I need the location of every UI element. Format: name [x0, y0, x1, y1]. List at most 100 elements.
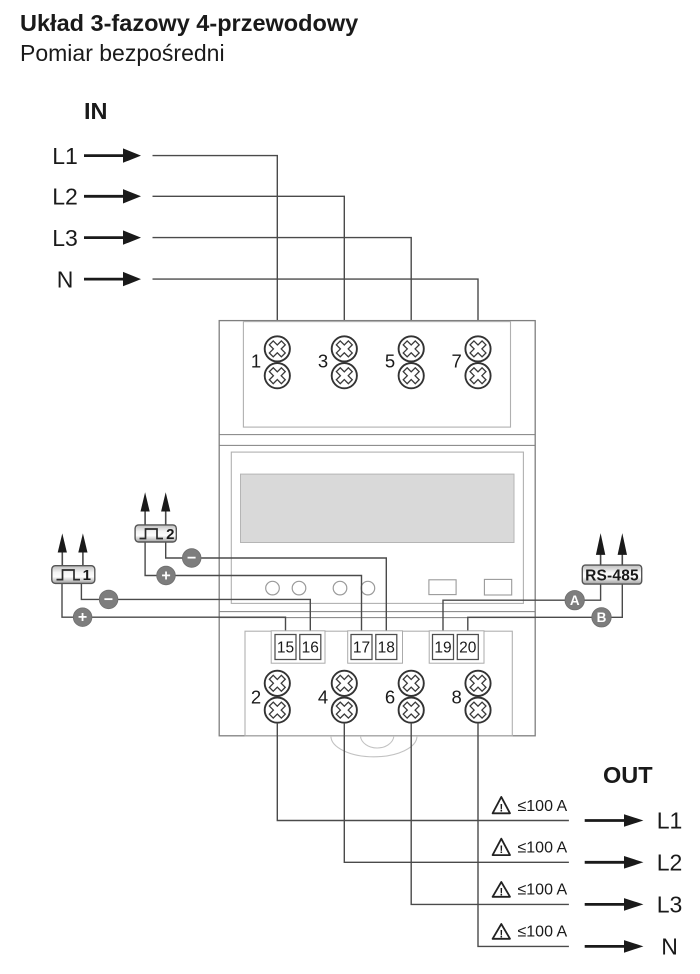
wire-in-l3 [152, 236, 412, 337]
wire-rs485-a [442, 584, 602, 635]
wire-out-l3 [410, 722, 569, 906]
current-limit-label: ≤100 A [518, 798, 568, 815]
out-line-l1: ! ≤100 A L1 [276, 722, 683, 834]
right-arrowhead-icon [123, 189, 141, 204]
pulse-device-label: 2 [166, 526, 174, 543]
up-arrowhead-icon [617, 533, 627, 555]
terminal-number: 8 [452, 687, 462, 708]
wire-out-n [477, 722, 569, 948]
terminal-number: 2 [251, 687, 261, 708]
warning-glyph: ! [499, 928, 503, 940]
in-line-n: N [57, 266, 479, 337]
plus-glyph: + [161, 567, 170, 584]
line-b-glyph: B [597, 610, 607, 625]
warning-glyph: ! [499, 844, 503, 856]
terminal-number: 7 [452, 351, 462, 372]
screw-terminal-icon [397, 669, 425, 697]
up-arrowhead-icon [140, 492, 150, 512]
right-arrowhead-icon [123, 230, 141, 245]
wire-in-n [152, 278, 479, 337]
led-indicator [291, 580, 307, 596]
din-clip-inner-arc [359, 735, 395, 749]
wire-pulse1-plus [61, 583, 287, 635]
up-arrowhead-icon [595, 533, 606, 555]
screw-terminal-icon [397, 362, 425, 390]
wire-in-l1 [152, 154, 278, 337]
in-line-l3: L3 [52, 225, 412, 337]
wire-out-l1 [276, 722, 569, 822]
top-terminal-compartment [242, 321, 512, 428]
pulse-output-1: 1 − + [51, 533, 311, 635]
wire-out-l2 [343, 722, 569, 863]
screw-terminal-icon [464, 696, 492, 724]
right-arrowhead-icon [624, 898, 644, 911]
rs485-interface: RS-485 A B [442, 533, 643, 635]
aux-terminal-20 [456, 633, 479, 661]
terminal-2: 2 [251, 669, 291, 724]
current-limit-warning: ! ≤100 A [491, 837, 568, 857]
led-indicator [332, 580, 348, 596]
screw-terminal-icon [464, 669, 492, 697]
in-line-l1: L1 [52, 143, 278, 337]
pulse-waveform-icon [139, 528, 163, 540]
right-arrowhead-icon [123, 148, 141, 163]
terminal-1: 1 [251, 335, 291, 390]
screw-terminal-icon [263, 335, 291, 363]
screw-terminal-icon [397, 696, 425, 724]
terminal-number: 5 [385, 351, 395, 372]
in-heading: IN [84, 98, 108, 124]
aux-terminal-strip: 15 16 17 18 19 20 [270, 630, 485, 664]
din-clip-outer-arc [330, 735, 418, 758]
terminal-4: 4 [318, 669, 358, 724]
aux-terminal-number: 15 [277, 640, 294, 657]
screw-terminal-icon [263, 362, 291, 390]
pulse-output-2: 2 − + [134, 492, 387, 635]
warning-glyph: ! [499, 803, 503, 815]
page-subtitle: Pomiar bezpośredni [20, 40, 225, 66]
minus-badge-icon [181, 548, 202, 568]
right-arrowhead-icon [624, 940, 644, 953]
terminal-7: 7 [452, 335, 492, 390]
aux-terminal-number: 17 [353, 640, 370, 657]
terminal-8: 8 [452, 669, 492, 724]
out-line-n: ! ≤100 A N [477, 722, 678, 960]
warning-icon [491, 881, 511, 898]
page-title: Układ 3-fazowy 4-przewodowy [20, 10, 358, 36]
minus-glyph: − [104, 591, 113, 608]
screw-terminal-icon [330, 362, 358, 390]
out-line-label: L2 [657, 850, 683, 876]
plus-glyph: + [78, 609, 87, 626]
current-limit-label: ≤100 A [518, 924, 568, 941]
aux-terminal-number: 16 [302, 640, 319, 657]
out-heading: OUT [603, 762, 653, 788]
aux-terminal-18 [375, 633, 398, 661]
minus-glyph: − [187, 550, 196, 567]
aux-terminal-16 [299, 633, 322, 661]
in-line-label: L3 [52, 225, 78, 251]
out-section: OUT ! ≤100 A L1 ! ≤100 A L2 [276, 722, 683, 960]
in-section: IN L1 L2 L3 N [52, 98, 479, 337]
lcd-display [240, 473, 515, 544]
screw-terminal-icon [330, 669, 358, 697]
wire-pulse2-minus [165, 542, 387, 635]
out-line-label: L3 [657, 892, 683, 918]
in-line-l2: L2 [52, 184, 345, 337]
out-line-label: L1 [657, 808, 683, 834]
output-terminals: 2 4 6 8 [251, 669, 492, 724]
line-a-badge-icon [564, 590, 585, 611]
up-arrowhead-icon [78, 533, 88, 553]
pulse-waveform-icon [56, 569, 80, 581]
terminal-number: 4 [318, 687, 328, 708]
out-line-l2: ! ≤100 A L2 [343, 722, 683, 876]
meter-face [230, 451, 524, 604]
terminal-number: 6 [385, 687, 395, 708]
right-arrowhead-icon [123, 271, 141, 287]
aux-terminal-number: 20 [459, 640, 477, 657]
led-indicator [360, 580, 376, 596]
current-limit-label: ≤100 A [518, 882, 568, 899]
wire-pulse1-minus [80, 583, 311, 635]
aux-terminal-19 [431, 633, 455, 661]
terminal-5: 5 [385, 335, 425, 390]
aux-terminal-number: 18 [378, 640, 395, 657]
